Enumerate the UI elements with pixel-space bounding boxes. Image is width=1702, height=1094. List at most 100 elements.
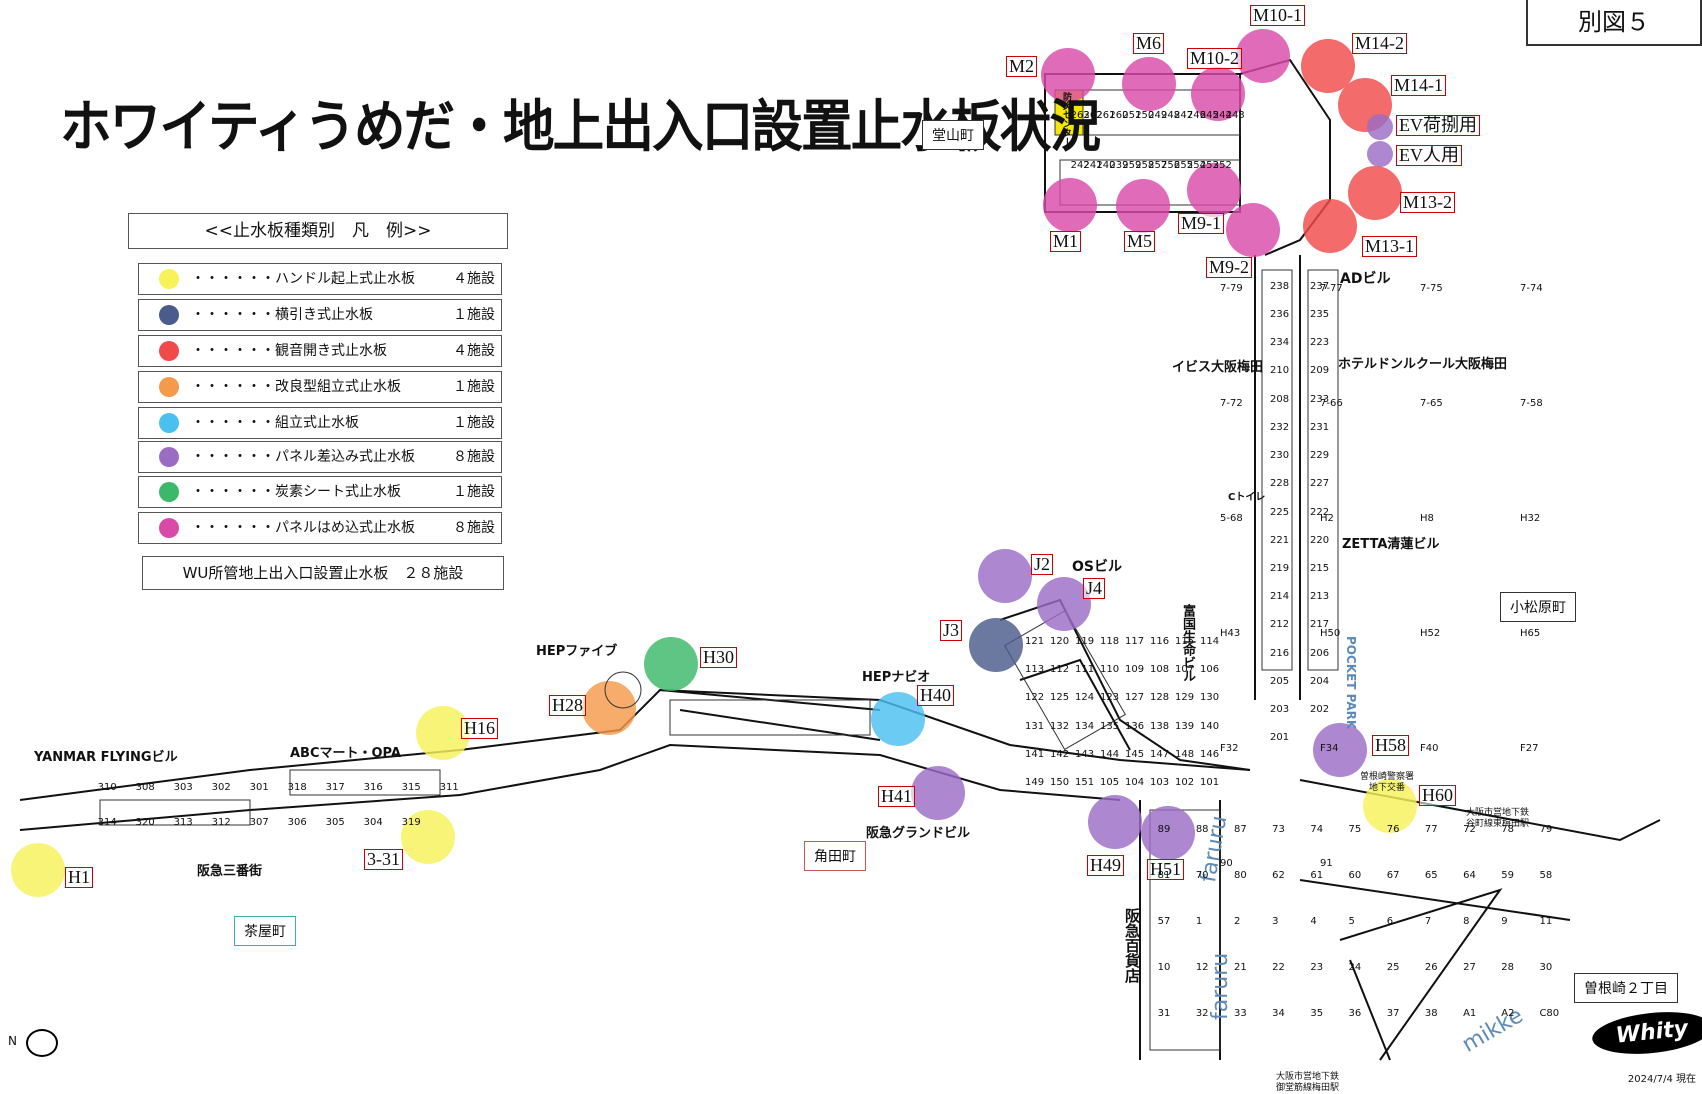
site-circle-M10-1[interactable] xyxy=(1236,29,1290,83)
site-circle-M13-1[interactable] xyxy=(1303,199,1357,253)
shop-number: 72 xyxy=(1463,824,1476,836)
site-label[interactable]: J4 xyxy=(1083,578,1106,599)
shop-number: 24 xyxy=(1348,962,1362,974)
site-circle-ev-cargo[interactable] xyxy=(1367,114,1393,140)
site-label[interactable]: H58 xyxy=(1372,735,1409,756)
site-label[interactable]: J3 xyxy=(940,620,963,641)
shop-number: 241 xyxy=(1083,160,1103,171)
site-circle-J2[interactable] xyxy=(978,549,1032,603)
shop-number: 102 xyxy=(1175,777,1195,789)
site-circle-H49[interactable] xyxy=(1088,795,1142,849)
shop-number: 203 xyxy=(1270,704,1290,716)
center-diag2 xyxy=(1019,658,1131,751)
site-circle-H58[interactable] xyxy=(1313,723,1367,777)
site-circle-M9-1[interactable] xyxy=(1187,163,1241,217)
shop-number: 114 xyxy=(1200,635,1220,647)
site-label[interactable]: H40 xyxy=(917,685,954,706)
site-circle-H16[interactable] xyxy=(416,706,470,760)
site-circle-H40[interactable] xyxy=(871,692,925,746)
shop-number: 36 xyxy=(1348,1008,1362,1020)
shop-number: 257 xyxy=(1148,160,1168,171)
shop-number: 315 xyxy=(401,782,421,793)
mikke-area xyxy=(1339,888,1503,1061)
site-label[interactable]: EV人用 xyxy=(1396,145,1462,166)
shop-number: 122 xyxy=(1025,692,1045,704)
site-circle-M10-2[interactable] xyxy=(1191,67,1245,121)
site-label[interactable]: M5 xyxy=(1124,231,1156,252)
site-label[interactable]: M13-1 xyxy=(1362,236,1417,257)
shop-number: 3 xyxy=(1272,916,1279,928)
site-circles xyxy=(11,29,1417,897)
site-label[interactable]: M9-1 xyxy=(1178,213,1224,234)
shop-number: 134 xyxy=(1075,720,1095,732)
shop-number: 81 xyxy=(1157,870,1171,882)
shop-number: 7-65 xyxy=(1420,398,1443,409)
site-circle-H41[interactable] xyxy=(911,766,965,820)
legend-swatch xyxy=(159,518,179,538)
site-label[interactable]: H41 xyxy=(878,786,915,807)
site-label[interactable]: M2 xyxy=(1006,56,1038,77)
site-label[interactable]: H60 xyxy=(1419,785,1456,806)
east-corridor xyxy=(1254,255,1301,700)
site-circle-3-31[interactable] xyxy=(401,810,455,864)
shop-number: 76 xyxy=(1386,824,1400,836)
shop-number: 247 xyxy=(1173,110,1194,121)
site-label[interactable]: H51 xyxy=(1147,859,1184,880)
station2-line2: 御堂筋線梅田駅 xyxy=(1276,1083,1340,1093)
site-label[interactable]: 3-31 xyxy=(364,849,403,870)
shop-number: 112 xyxy=(1050,664,1070,675)
site-label[interactable]: M9-2 xyxy=(1206,257,1252,278)
site-label[interactable]: J2 xyxy=(1031,554,1054,575)
site-circle-M2[interactable] xyxy=(1041,48,1095,102)
site-label[interactable]: M14-1 xyxy=(1391,75,1446,96)
site-label[interactable]: H1 xyxy=(65,867,93,888)
shop-number: A1 xyxy=(1463,1008,1477,1020)
shop-number: 221 xyxy=(1270,534,1290,546)
site-circle-J3[interactable] xyxy=(969,618,1023,672)
shop-number: 227 xyxy=(1310,478,1330,490)
site-circle-H51[interactable] xyxy=(1141,806,1195,860)
site-label[interactable]: M10-2 xyxy=(1187,48,1242,69)
site-circle-J4[interactable] xyxy=(1037,577,1091,631)
site-circle-M13-2[interactable] xyxy=(1348,166,1402,220)
site-label[interactable]: H49 xyxy=(1087,855,1124,876)
shop-number: 4 xyxy=(1310,916,1317,928)
shop-number: 80 xyxy=(1234,870,1247,882)
site-label[interactable]: M10-1 xyxy=(1250,5,1305,26)
legend-swatch xyxy=(159,377,179,397)
site-label[interactable]: H30 xyxy=(700,647,737,668)
site-circle-M5[interactable] xyxy=(1116,179,1170,233)
site-label[interactable]: M6 xyxy=(1133,33,1165,54)
site-circle-H1[interactable] xyxy=(11,843,65,897)
site-circle-M6[interactable] xyxy=(1122,57,1176,111)
date-stamp: 2024/7/4 現在 xyxy=(1627,1074,1696,1085)
site-circle-H60[interactable] xyxy=(1363,779,1417,833)
site-circle-H30[interactable] xyxy=(644,637,698,691)
site-circle-M9-2[interactable] xyxy=(1226,203,1280,257)
shop-number: 121 xyxy=(1025,635,1045,647)
site-label[interactable]: H28 xyxy=(549,695,586,716)
legend-count: ４施設 xyxy=(453,343,495,359)
shop-number: 138 xyxy=(1150,720,1170,732)
site-circle-M1[interactable] xyxy=(1043,178,1097,232)
site-label[interactable]: H16 xyxy=(461,718,498,739)
north-label: N xyxy=(8,1034,17,1048)
site-label[interactable]: EV荷捌用 xyxy=(1396,115,1480,136)
shop-number: 108 xyxy=(1150,664,1170,675)
shop-number: 305 xyxy=(325,817,345,828)
site-label[interactable]: M13-2 xyxy=(1400,192,1455,213)
site-label[interactable]: M14-2 xyxy=(1352,33,1407,54)
shop-number: 237 xyxy=(1310,280,1330,292)
shop-number: 38 xyxy=(1424,1008,1438,1020)
shop-number: 150 xyxy=(1050,777,1070,789)
legend-swatch xyxy=(159,341,179,361)
site-circle-H28[interactable] xyxy=(582,681,636,735)
shop-number: 229 xyxy=(1310,450,1330,462)
site-circle-M14-2[interactable] xyxy=(1301,39,1355,93)
site-circle-ev-person[interactable] xyxy=(1367,141,1393,167)
shop-number: 116 xyxy=(1150,635,1170,647)
shop-number: 320 xyxy=(135,817,155,828)
shop-number: 220 xyxy=(1310,534,1330,546)
site-label[interactable]: M1 xyxy=(1050,231,1082,252)
